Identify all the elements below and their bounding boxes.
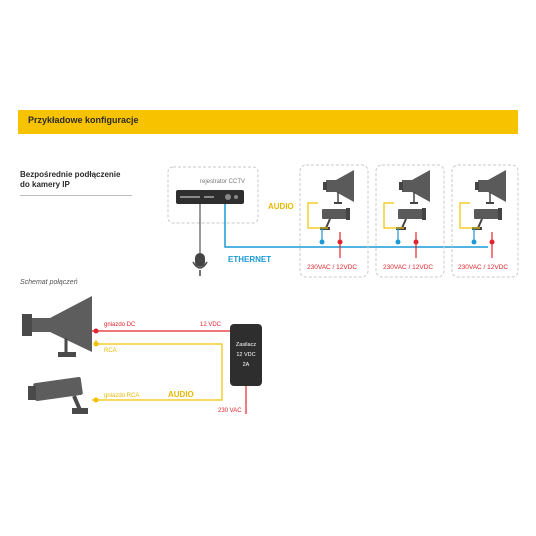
section-title-line2: do kamery IP [20, 180, 70, 189]
rca-label: RCA [104, 348, 117, 354]
microphone-icon [192, 204, 208, 276]
rca-socket-label: gniazdo RCA [104, 393, 139, 399]
device-group-3: 230VAC / 12VDC [451, 164, 519, 278]
ethernet-label: ETHERNET [228, 255, 271, 264]
device-group-1: 230VAC / 12VDC [299, 164, 369, 278]
power-label-1: 230VAC / 12VDC [307, 264, 357, 271]
rca-audio-wire: RCA gniazdo RCA AUDIO [92, 340, 223, 403]
camera-icon [395, 207, 427, 231]
header-banner: Przykładowe konfiguracje [18, 110, 518, 134]
device-group-frame [375, 164, 445, 278]
power-supply-icon [230, 324, 262, 386]
recorder-label: rejestrator CCTV [200, 179, 245, 185]
speaker-icon [474, 169, 507, 205]
scheme-speaker-icon [22, 296, 92, 357]
ethernet-connection: ETHERNET [224, 204, 488, 264]
power-label-2: 230VAC / 12VDC [383, 264, 433, 271]
camera-icon [319, 207, 351, 231]
section-divider [20, 195, 132, 196]
device-group-frame [451, 164, 519, 278]
psu-line3: 2A [243, 362, 250, 368]
scheme-camera-icon [28, 377, 88, 414]
section-title: Bezpośrednie podłączenie do kamery IP [20, 170, 140, 190]
vdc-label: 12 VDC [200, 322, 222, 328]
speaker-icon [322, 169, 355, 205]
psu-line1: Zasilacz [236, 342, 256, 348]
camera-icon [471, 207, 503, 231]
power-label-3: 230VAC / 12VDC [458, 264, 508, 271]
dc-socket-label: gniazdo DC [104, 322, 136, 328]
audio-label-scheme: AUDIO [168, 390, 194, 399]
recorder-group: rejestrator CCTV [167, 166, 259, 224]
device-group-2: 230VAC / 12VDC [375, 164, 445, 278]
dc-wire: gniazdo DC 12 VDC [92, 322, 232, 334]
device-group-frame [299, 164, 369, 278]
recorder-dashed-frame [167, 166, 259, 224]
section-title-line1: Bezpośrednie podłączenie [20, 170, 121, 179]
power-supply: Zasilacz 12 VDC 2A 230 VAC [218, 324, 262, 414]
speaker-icon [398, 169, 431, 205]
scheme-title: Schemat połączeń [20, 279, 78, 286]
vac-label: 230 VAC [218, 408, 242, 414]
header-title: Przykładowe konfiguracje [28, 115, 139, 125]
psu-line2: 12 VDC [236, 352, 255, 358]
audio-label-top: AUDIO [268, 202, 294, 211]
